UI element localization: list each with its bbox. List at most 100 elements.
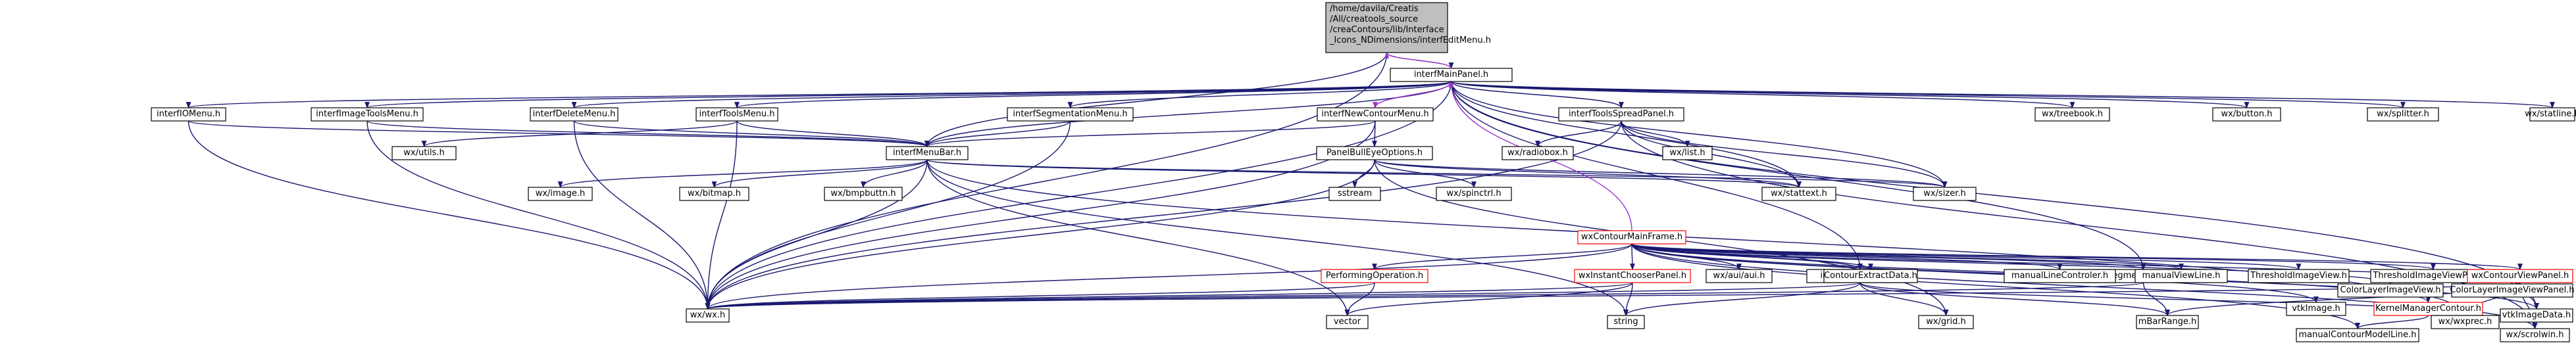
node-label: ThresholdImageView.h [2250, 271, 2347, 281]
node-label: interfToolsSpreadPanel.h [1569, 109, 1674, 119]
node-label: wx/grid.h [1926, 317, 1966, 327]
node-label: wx/list.h [1669, 148, 1705, 158]
node-menubar[interactable]: interfMenuBar.h [886, 146, 969, 160]
node-box [530, 107, 619, 122]
node-statline[interactable]: wx/statline.h [2525, 107, 2576, 122]
edge-deletemenu-to-menubar [573, 120, 930, 147]
node-box [2367, 107, 2439, 122]
node-box [695, 107, 778, 122]
node-linecontrol[interactable]: manualLineControler.h [2004, 269, 2116, 283]
node-instant[interactable]: wxInstantChooserPanel.h [1574, 269, 1691, 283]
edge-menubar-to-string [926, 159, 1629, 316]
node-label: wx/aui/aui.h [1713, 271, 1765, 281]
node-splitter[interactable]: wx/splitter.h [2367, 107, 2439, 122]
node-contextract[interactable]: ContourExtractData.h [1823, 269, 1918, 283]
node-label: wx/treebook.h [2042, 109, 2103, 119]
node-vector[interactable]: vector [1326, 315, 1369, 329]
edge-mainpanel-to-menubar [924, 81, 1452, 147]
node-box [2529, 107, 2575, 122]
node-box [2034, 107, 2110, 122]
node-label: ContourExtractData.h [1824, 271, 1917, 281]
node-modelline[interactable]: manualContourModelLine.h [2296, 328, 2419, 342]
node-box [1325, 2, 1448, 53]
edge-menubar-to-bitmap [711, 159, 928, 188]
node-treebook[interactable]: wx/treebook.h [2034, 107, 2110, 122]
edge-spreadpanel-to-sizer [1621, 120, 1948, 188]
node-bmpbuttn[interactable]: wx/bmpbuttn.h [824, 187, 903, 201]
edge-mainframe-to-contourview [1631, 243, 2523, 270]
node-mainframe[interactable]: wxContourMainFrame.h [1577, 230, 1686, 244]
edge-mainpanel-to-deletemenu [572, 81, 1452, 108]
edge-perfop-to-vector [1344, 282, 1375, 316]
node-spreadpanel[interactable]: interfToolsSpreadPanel.h [1558, 107, 1684, 122]
node-auiaui[interactable]: wx/aui/aui.h [1705, 269, 1773, 283]
node-toolsmenu[interactable]: interfToolsMenu.h [695, 107, 778, 122]
node-contourview[interactable]: wxContourViewPanel.h [2467, 269, 2573, 283]
node-label: vtkImageData.h [2502, 310, 2571, 320]
node-spinctrl[interactable]: wx/spinctrl.h [1436, 187, 1512, 201]
node-mainpanel[interactable]: interfMainPanel.h [1390, 68, 1513, 82]
node-label: wx/stattext.h [1771, 189, 1827, 198]
node-box [824, 187, 903, 201]
edge-newcontour-to-mainpanel [1375, 81, 1454, 108]
node-box [1662, 146, 1713, 160]
node-wxwx[interactable]: wx/wx.h [686, 308, 730, 323]
edge-segmenu-to-menubar [924, 120, 1071, 147]
node-sstream[interactable]: sstream [1328, 187, 1381, 201]
node-label: vtkImage.h [2292, 304, 2340, 314]
node-wxexprec[interactable]: wx/wxprec.h [2431, 315, 2500, 329]
edge-spreadpanel-to-wxwx [705, 120, 1622, 310]
edge-toolsmenu-to-menubar [736, 120, 930, 147]
node-list[interactable]: wx/list.h [1662, 146, 1713, 160]
node-segmenu[interactable]: interfSegmentationMenu.h [1007, 107, 1134, 122]
edge-mainpanel-to-spreadpanel [1450, 81, 1624, 108]
node-grid[interactable]: wx/grid.h [1918, 315, 1974, 329]
node-panelbull[interactable]: PanelBullEyeOptions.h [1316, 146, 1433, 160]
edge-newcontour-to-menubar [924, 120, 1376, 147]
edge-perfop-to-wxwx [705, 282, 1375, 310]
node-perfop[interactable]: PerformingOperation.h [1321, 269, 1428, 283]
node-box [1436, 187, 1512, 201]
node-box [1502, 146, 1574, 160]
edge-panelbull-to-spinctrl [1374, 159, 1477, 188]
node-label: interfMenuBar.h [893, 148, 961, 158]
node-label: PerformingOperation.h [1326, 271, 1423, 281]
node-label: ThresholdImageViewPanel.h [2372, 271, 2493, 281]
edge-mainpanel-to-toolsmenu [734, 81, 1452, 108]
node-vtkimagedata[interactable]: vtkImageData.h [2500, 308, 2573, 323]
node-label: manualLineControler.h [2011, 271, 2108, 281]
node-box [1918, 315, 1974, 329]
node-threshpanel[interactable]: ThresholdImageViewPanel.h [2370, 269, 2496, 283]
node-bitmap[interactable]: wx/bitmap.h [679, 187, 749, 201]
node-label: manualContourModelLine.h [2298, 330, 2416, 340]
node-kernel[interactable]: KernelManagerContour.h [2373, 302, 2483, 316]
node-vtkimage[interactable]: vtkImage.h [2286, 302, 2346, 316]
node-radiobox[interactable]: wx/radiobox.h [1502, 146, 1574, 160]
node-imagetools[interactable]: interfImageToolsMenu.h [311, 107, 424, 122]
node-newcontour[interactable]: interfNewContourMenu.h [1317, 107, 1434, 122]
edge-mainpanel-to-button [1450, 81, 2249, 108]
node-button[interactable]: wx/button.h [2212, 107, 2281, 122]
node-colorlayerpanel[interactable]: ColorLayerImageViewPanel.h [2450, 283, 2575, 298]
node-deletemenu[interactable]: interfDeleteMenu.h [530, 107, 619, 122]
node-box [2296, 328, 2419, 342]
node-label: sstream [1338, 189, 1372, 198]
node-box [1607, 315, 1645, 329]
edge-mainframe-to-viewline [1631, 243, 2184, 270]
node-label: wx/spinctrl.h [1446, 189, 1501, 198]
node-sizer[interactable]: wx/sizer.h [1913, 187, 1977, 201]
node-scrolwin[interactable]: wx/scrolwin.h [2500, 328, 2570, 342]
node-string[interactable]: string [1607, 315, 1645, 329]
node-mbarrange[interactable]: mBarRange.h [2136, 315, 2199, 329]
node-label: interfMainPanel.h [1414, 70, 1488, 80]
node-colorlayer[interactable]: ColorLayerImageView.h [2337, 283, 2444, 298]
node-threshview[interactable]: ThresholdImageView.h [2248, 269, 2350, 283]
node-image[interactable]: wx/image.h [528, 187, 593, 201]
node-utils[interactable]: wx/utils.h [391, 146, 457, 160]
node-viewline[interactable]: manualViewLine.h [2134, 269, 2228, 283]
node-root[interactable]: /home/davila/Creatis/All/creatools_sourc… [1325, 2, 1491, 53]
node-stattext[interactable]: wx/stattext.h [1761, 187, 1836, 201]
node-label: mBarRange.h [2138, 317, 2196, 327]
node-iomenu[interactable]: interfIOMenu.h [151, 107, 226, 122]
node-label: wx/splitter.h [2377, 109, 2429, 119]
